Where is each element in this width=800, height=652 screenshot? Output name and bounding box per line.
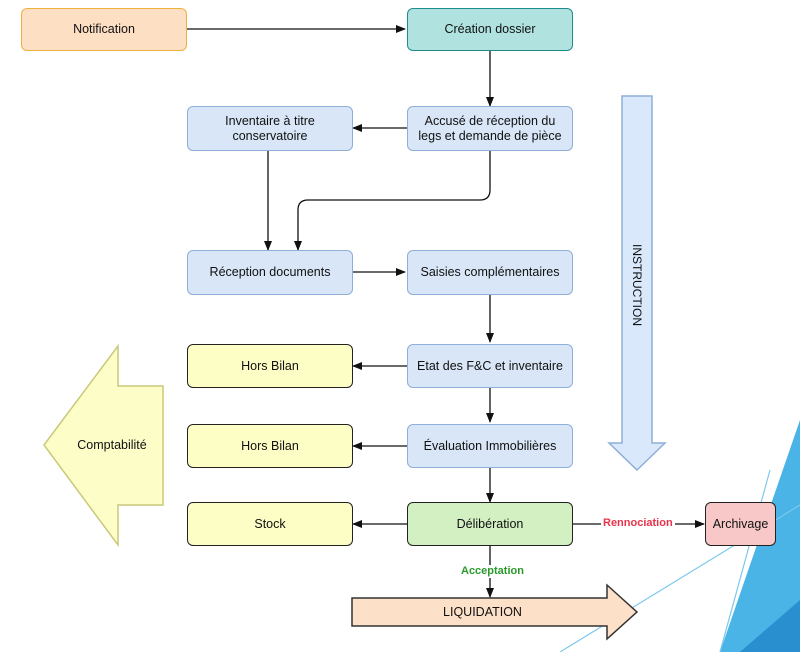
node-archivage-label: Archivage xyxy=(712,516,769,531)
node-creation-dossier-label: Création dossier xyxy=(444,22,536,36)
comptabilite-arrow xyxy=(43,343,164,548)
node-stock[interactable]: Stock xyxy=(187,502,353,546)
instruction-arrow xyxy=(607,95,667,472)
liquidation-arrow xyxy=(351,583,639,641)
node-deliberation-label: Délibération xyxy=(456,516,524,531)
node-etat-fc-inventaire-label: Etat des F&C et inventaire xyxy=(417,358,563,373)
node-notification[interactable]: Notification xyxy=(21,8,187,51)
node-inventaire-label: Inventaire à titre conservatoire xyxy=(225,113,315,143)
node-notification-label: Notification xyxy=(73,22,135,36)
liquidation-label: LIQUIDATION xyxy=(443,605,522,619)
node-deliberation[interactable]: Délibération xyxy=(407,502,573,546)
node-evaluation-immobilieres-label: Évaluation Immobilières xyxy=(423,438,557,453)
node-creation-dossier[interactable]: Création dossier xyxy=(407,8,573,51)
node-saisies-complementaires[interactable]: Saisies complémentaires xyxy=(407,250,573,295)
node-accuse-reception-label: Accusé de réception du legs et demande d… xyxy=(418,113,562,143)
node-stock-label: Stock xyxy=(254,516,286,531)
node-hors-bilan-2-label: Hors Bilan xyxy=(241,438,299,453)
node-evaluation-immobilieres[interactable]: Évaluation Immobilières xyxy=(407,424,573,468)
node-reception-documents-label: Réception documents xyxy=(209,265,331,279)
edge-label-acceptation: Acceptation xyxy=(459,565,526,578)
comptabilite-label: Comptabilité xyxy=(77,438,147,452)
node-archivage[interactable]: Archivage xyxy=(705,502,776,546)
edge-label-rennociation: Rennociation xyxy=(601,517,675,530)
node-hors-bilan-2[interactable]: Hors Bilan xyxy=(187,424,353,468)
node-hors-bilan-1-label: Hors Bilan xyxy=(241,358,299,373)
node-hors-bilan-1[interactable]: Hors Bilan xyxy=(187,344,353,388)
node-etat-fc-inventaire[interactable]: Etat des F&C et inventaire xyxy=(407,344,573,388)
node-accuse-reception[interactable]: Accusé de réception du legs et demande d… xyxy=(407,106,573,151)
node-inventaire[interactable]: Inventaire à titre conservatoire xyxy=(187,106,353,151)
node-reception-documents[interactable]: Réception documents xyxy=(187,250,353,295)
node-saisies-complementaires-label: Saisies complémentaires xyxy=(420,265,560,279)
instruction-label: INSTRUCTION xyxy=(630,244,644,326)
